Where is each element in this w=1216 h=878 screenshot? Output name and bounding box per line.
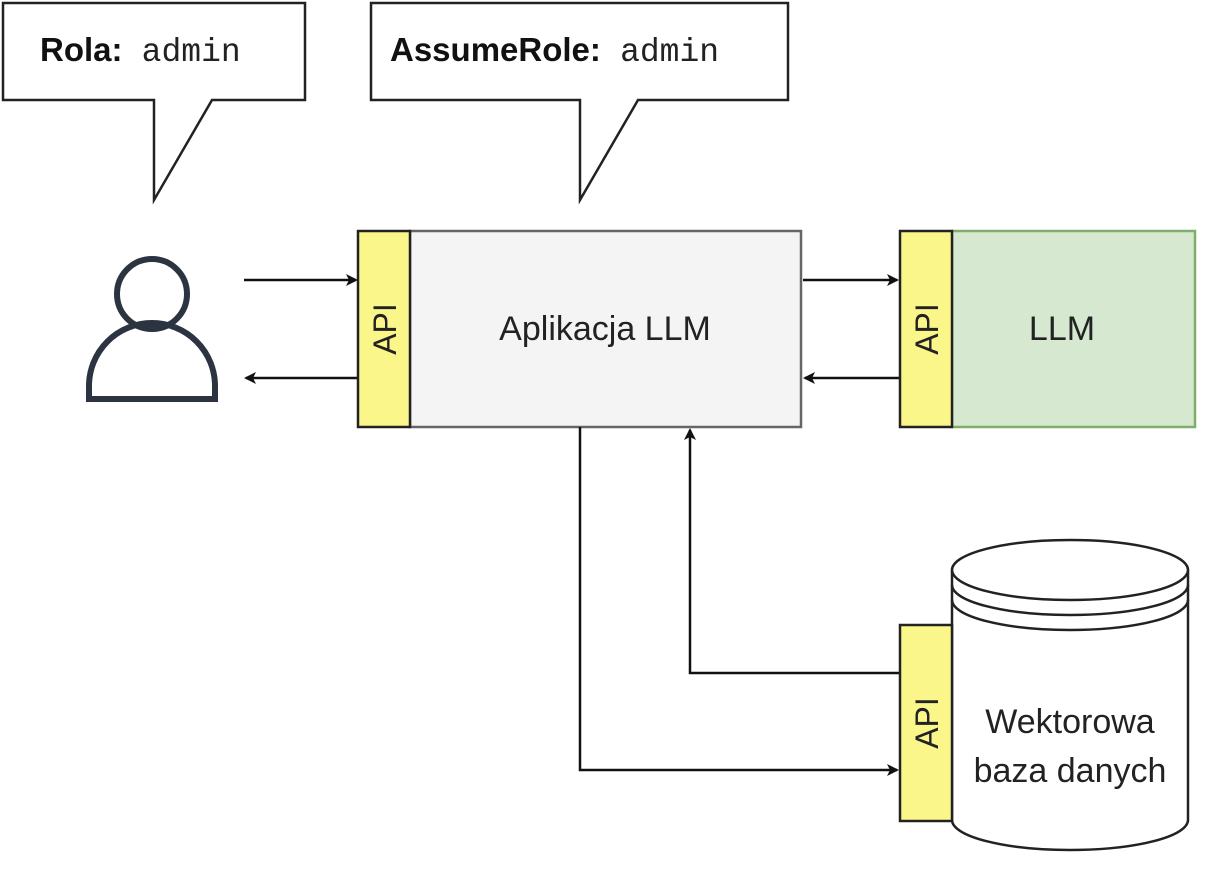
llm-api-label: API: [909, 303, 945, 355]
user-role-callout: Rola: admin: [1, 1, 307, 205]
app-api-label: API: [367, 303, 403, 355]
llm-api-bar: API: [898, 229, 954, 429]
vector-db-label-line1: Wektorowa: [985, 703, 1155, 741]
user-role-key: Rola:: [40, 31, 123, 68]
llm-node: LLM: [950, 229, 1197, 429]
vector-db-label-line2: baza danych: [974, 752, 1167, 790]
user-role-value: admin: [142, 34, 241, 71]
vector-db-api-label: API: [909, 697, 945, 749]
app-api-bar: API: [356, 229, 412, 429]
vector-db-node: [950, 538, 1190, 852]
app-to-vector-db-arrow: [578, 427, 899, 776]
vector-db-to-app-arrow: [684, 428, 899, 675]
app-role-callout: AssumeRole: admin: [369, 1, 790, 205]
llm-application-label: Aplikacja LLM: [499, 310, 711, 348]
svg-text:Rola: admin: Rola: admin: [40, 31, 241, 71]
app-role-key: AssumeRole:: [390, 31, 601, 68]
vector-db-api-bar: API: [898, 623, 954, 823]
llm-label: LLM: [1029, 310, 1095, 348]
svg-text:AssumeRole: admin: AssumeRole: admin: [390, 31, 719, 71]
llm-application-node: Aplikacja LLM: [408, 229, 803, 429]
user-icon: [86, 256, 218, 402]
app-role-value: admin: [620, 34, 719, 71]
